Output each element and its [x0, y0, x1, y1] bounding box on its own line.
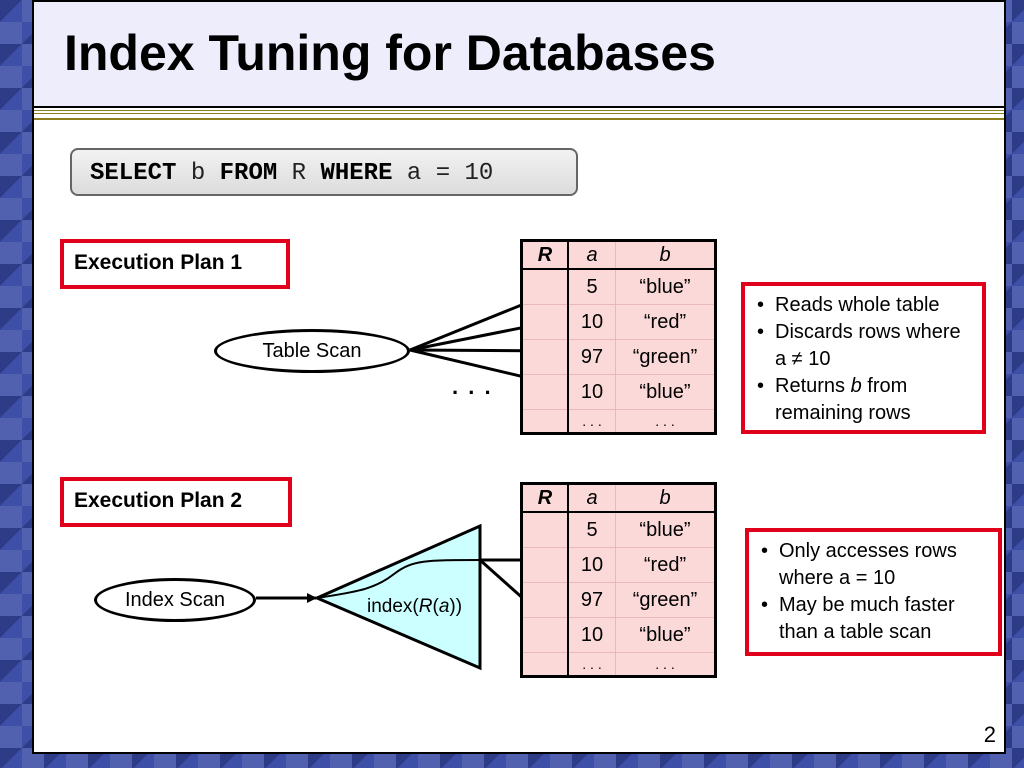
cell-a: . . . — [567, 652, 616, 677]
column-header-b: b — [615, 240, 716, 270]
cell-b: “blue” — [615, 511, 716, 548]
cell-b: . . . — [615, 652, 716, 677]
relation-name: R — [521, 240, 569, 270]
cell-b: . . . — [615, 409, 716, 434]
relation-name: R — [521, 483, 569, 513]
slide-number: 2 — [983, 722, 996, 747]
plan1-note-3: Returns b from remaining rows — [757, 373, 976, 427]
table-row: 10“blue” — [521, 617, 716, 653]
cell-b: “green” — [615, 582, 716, 618]
plan1-note-2: Discards rows where a ≠ 10 — [757, 319, 976, 373]
index-label: index(R(a)) — [367, 596, 463, 617]
cell-a: 10 — [567, 304, 616, 340]
table-header-row: R a b — [521, 240, 716, 270]
cell-b: “blue” — [615, 268, 716, 305]
sql-keyword-from: FROM — [219, 160, 278, 187]
relation-r-table-plan1: R a b 5“blue” 10“red” 97“green” 10“blue”… — [520, 239, 717, 435]
execution-plan-2-label: Execution Plan 2 — [60, 477, 292, 527]
cell-b: “red” — [615, 304, 716, 340]
column-header-b: b — [615, 483, 716, 513]
sql-query-box: SELECT b FROM R WHERE a = 10 — [70, 148, 578, 196]
sql-condition: a = 10 — [406, 160, 494, 187]
cell-b: “blue” — [615, 374, 716, 410]
index-curve — [316, 559, 481, 599]
table-row: 5“blue” — [521, 511, 716, 548]
cell-a: 10 — [567, 617, 616, 653]
table-row: 97“green” — [521, 582, 716, 618]
cell-a: 10 — [567, 374, 616, 410]
cell-b: “blue” — [615, 617, 716, 653]
cell-a: . . . — [567, 409, 616, 434]
table-row: 97“green” — [521, 339, 716, 375]
cell-b: “green” — [615, 339, 716, 375]
table-row: 10“red” — [521, 304, 716, 340]
sql-keyword-where: WHERE — [320, 160, 393, 187]
table-scan-operator: Table Scan — [214, 329, 410, 373]
plan2-notes: Only accesses rows where a = 10 May be m… — [745, 528, 1002, 656]
plan1-note-1: Reads whole table — [757, 292, 976, 319]
title-bar: Index Tuning for Databases — [34, 2, 1004, 108]
column-header-a: a — [567, 483, 616, 513]
cell-a: 5 — [567, 511, 616, 548]
relation-r-table-plan2: R a b 5“blue” 10“red” 97“green” 10“blue”… — [520, 482, 717, 678]
plan2-note-2: May be much faster than a table scan — [761, 592, 992, 646]
column-header-a: a — [567, 240, 616, 270]
index-scan-operator: Index Scan — [94, 578, 256, 622]
table-row: 10“red” — [521, 547, 716, 583]
table-row: . . .. . . — [521, 652, 716, 677]
cell-a: 97 — [567, 339, 616, 375]
sql-column: b — [190, 160, 206, 187]
table-row: 10“blue” — [521, 374, 716, 410]
cell-a: 97 — [567, 582, 616, 618]
sql-keyword-select: SELECT — [90, 160, 177, 187]
slide: Index Tuning for Databases SELECT b FROM… — [32, 0, 1006, 754]
cell-a: 10 — [567, 547, 616, 583]
slide-title: Index Tuning for Databases — [64, 25, 716, 81]
cell-b: “red” — [615, 547, 716, 583]
plan2-note-1: Only accesses rows where a = 10 — [761, 538, 992, 592]
cell-a: 5 — [567, 268, 616, 305]
more-rows-ellipsis: . . . — [452, 374, 493, 399]
column-b-emphasis: b — [850, 375, 862, 397]
plan1-notes: Reads whole table Discards rows where a … — [741, 282, 986, 434]
title-divider — [34, 110, 1004, 120]
execution-plan-1-label: Execution Plan 1 — [60, 239, 290, 289]
table-row: . . .. . . — [521, 409, 716, 434]
sql-table: R — [291, 160, 307, 187]
table-header-row: R a b — [521, 483, 716, 513]
table-row: 5“blue” — [521, 268, 716, 305]
